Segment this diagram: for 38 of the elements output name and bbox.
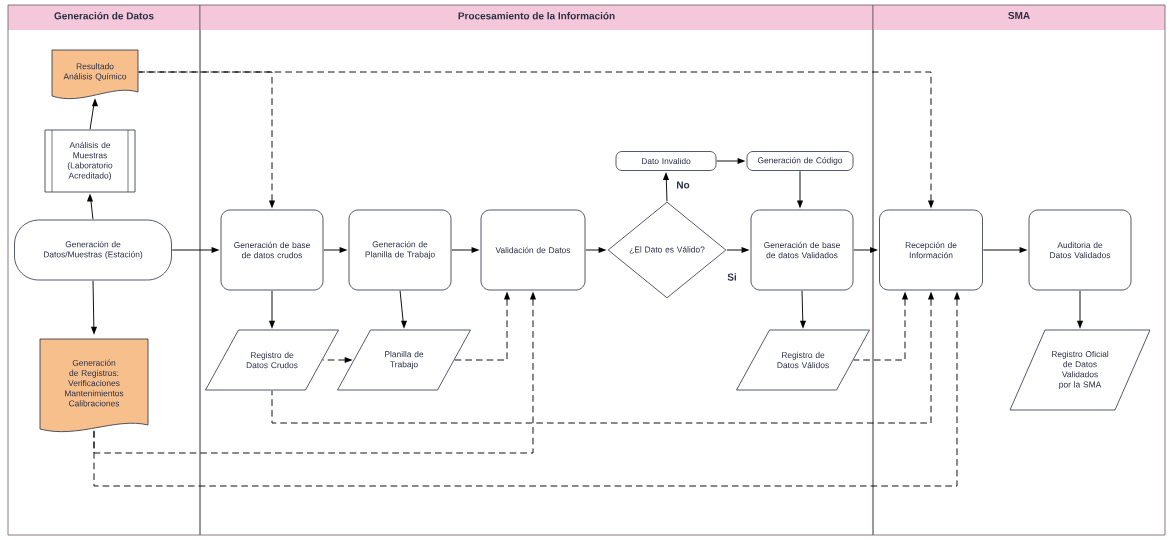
arrow xyxy=(796,170,804,209)
arrow xyxy=(451,246,480,254)
arrow xyxy=(399,290,408,329)
data-parallelogram: Registro Oficial de Datos Validados por la SMA xyxy=(1009,329,1151,411)
arrow xyxy=(454,291,511,361)
arrow xyxy=(322,356,353,364)
arrow xyxy=(93,291,961,487)
arrow xyxy=(716,157,746,165)
process-box: Generación de Planilla de Trabajo xyxy=(348,209,452,291)
edge-label: Si xyxy=(725,272,739,282)
arrow xyxy=(585,246,607,254)
process-box: Generación de base de datos crudos xyxy=(220,209,324,291)
arrow xyxy=(268,290,276,329)
rounded-box: Generación de Código xyxy=(746,151,854,171)
process-box: Validación de Datos xyxy=(480,209,586,291)
data-parallelogram: Planilla de Trabajo xyxy=(337,329,471,391)
process-box: Recepción de Información xyxy=(879,209,983,291)
arrow xyxy=(86,193,94,220)
arrow xyxy=(799,290,807,329)
arrow xyxy=(853,246,879,254)
process-box: Generación de base de datos Validados xyxy=(750,209,854,291)
arrow xyxy=(171,246,220,254)
process-box: Auditoria de Datos Validados xyxy=(1028,209,1132,291)
arrow xyxy=(138,71,935,209)
edge-label: No xyxy=(675,180,691,190)
data-parallelogram: Registro de Datos Válidos xyxy=(736,329,870,391)
arrow xyxy=(662,171,670,202)
process-box: Análisis de Muestras (Laboratorio Acreditado) xyxy=(44,129,136,193)
arrow xyxy=(89,98,99,130)
arrow xyxy=(90,280,98,335)
arrow xyxy=(982,246,1028,254)
arrow xyxy=(1076,290,1084,329)
rounded-box: Dato Invalido xyxy=(615,151,717,171)
data-parallelogram: Registro de Datos Crudos xyxy=(205,329,339,391)
arrow xyxy=(726,246,750,254)
arrow xyxy=(323,246,348,254)
arrow xyxy=(93,291,537,454)
arrow xyxy=(271,291,935,424)
